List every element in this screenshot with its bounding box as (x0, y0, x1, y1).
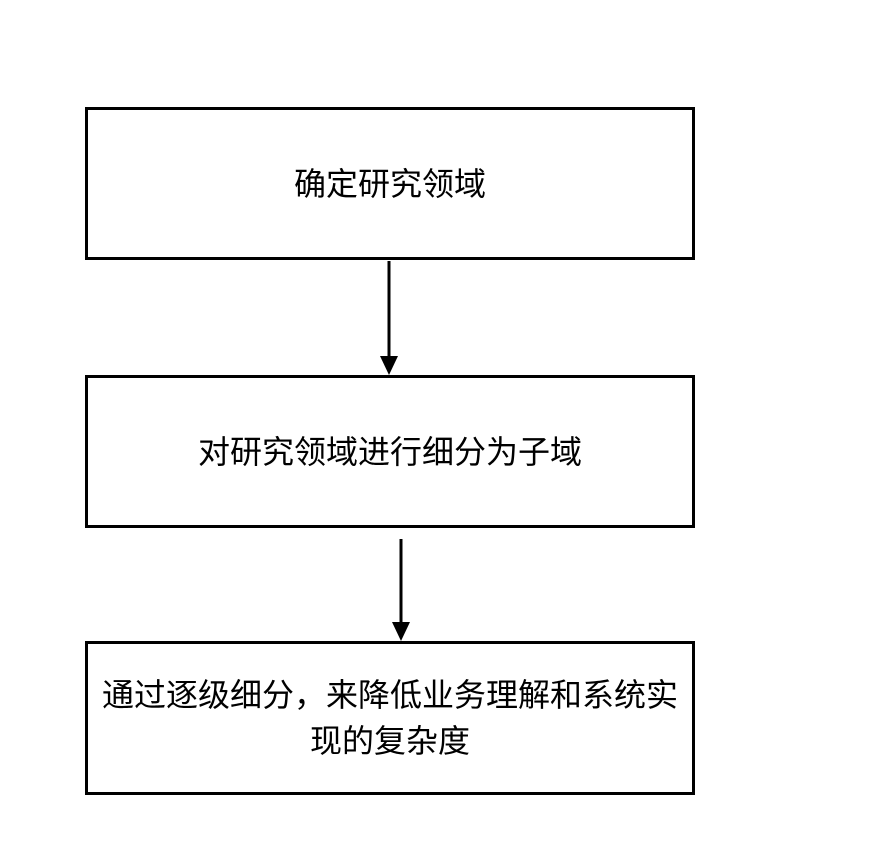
flowchart-node-step-1: 确定研究领域 (85, 107, 695, 260)
node-step-3-label: 通过逐级细分，来降低业务理解和系统实现的复杂度 (101, 677, 678, 759)
arrowhead-down-icon (392, 622, 410, 641)
arrowhead-down-icon (380, 356, 398, 375)
node-step-1-label: 确定研究领域 (293, 165, 486, 202)
arrow-step1-to-step2 (380, 261, 398, 375)
arrow-step2-to-step3 (392, 539, 410, 641)
flowchart-node-step-3: 通过逐级细分，来降低业务理解和系统实现的复杂度 (85, 641, 695, 795)
flowchart-node-step-2: 对研究领域进行细分为子域 (85, 375, 695, 528)
node-step-2-label: 对研究领域进行细分为子域 (197, 433, 582, 470)
